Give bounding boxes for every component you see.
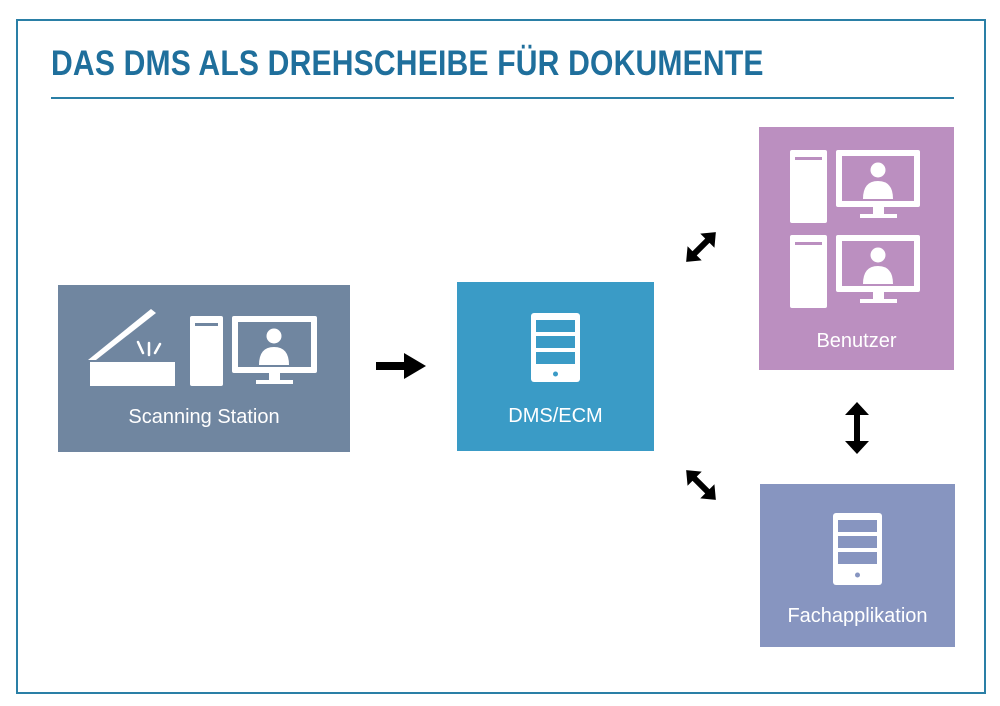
tower-pc-icon <box>190 316 223 386</box>
node-benutzer: Benutzer <box>759 127 954 370</box>
diagram-frame <box>16 19 986 694</box>
benutzer-icons <box>790 150 920 308</box>
scanner-icon <box>88 309 175 386</box>
monitor-user-icon <box>836 235 920 303</box>
dms-icons <box>531 313 580 382</box>
monitor-user-icon <box>836 150 920 218</box>
arrow-benutzer-fachapplikation <box>845 402 869 454</box>
arrow-dms-benutzer <box>686 232 716 262</box>
monitor-user-icon <box>232 316 317 384</box>
arrow-scanning-to-dms <box>376 353 426 379</box>
diagram-title: DAS DMS ALS DREHSCHEIBE FÜR DOKUMENTE <box>51 44 764 83</box>
server-icon <box>531 313 580 382</box>
fachapplikation-icons <box>833 513 882 585</box>
node-fachapplikation: Fachapplikation <box>760 484 955 647</box>
node-dms-ecm: DMS/ECM <box>457 282 654 451</box>
node-label: Scanning Station <box>128 406 280 428</box>
node-label: DMS/ECM <box>508 405 603 427</box>
server-icon <box>833 513 882 585</box>
title-divider <box>51 97 954 99</box>
node-label: Fachapplikation <box>787 605 928 627</box>
tower-pc-icon <box>790 235 827 308</box>
scanning-station-icons <box>88 309 317 386</box>
node-label: Benutzer <box>816 330 897 352</box>
tower-pc-icon <box>790 150 827 223</box>
node-scanning-station: Scanning Station <box>58 285 350 452</box>
arrow-dms-fachapplikation <box>686 470 716 500</box>
